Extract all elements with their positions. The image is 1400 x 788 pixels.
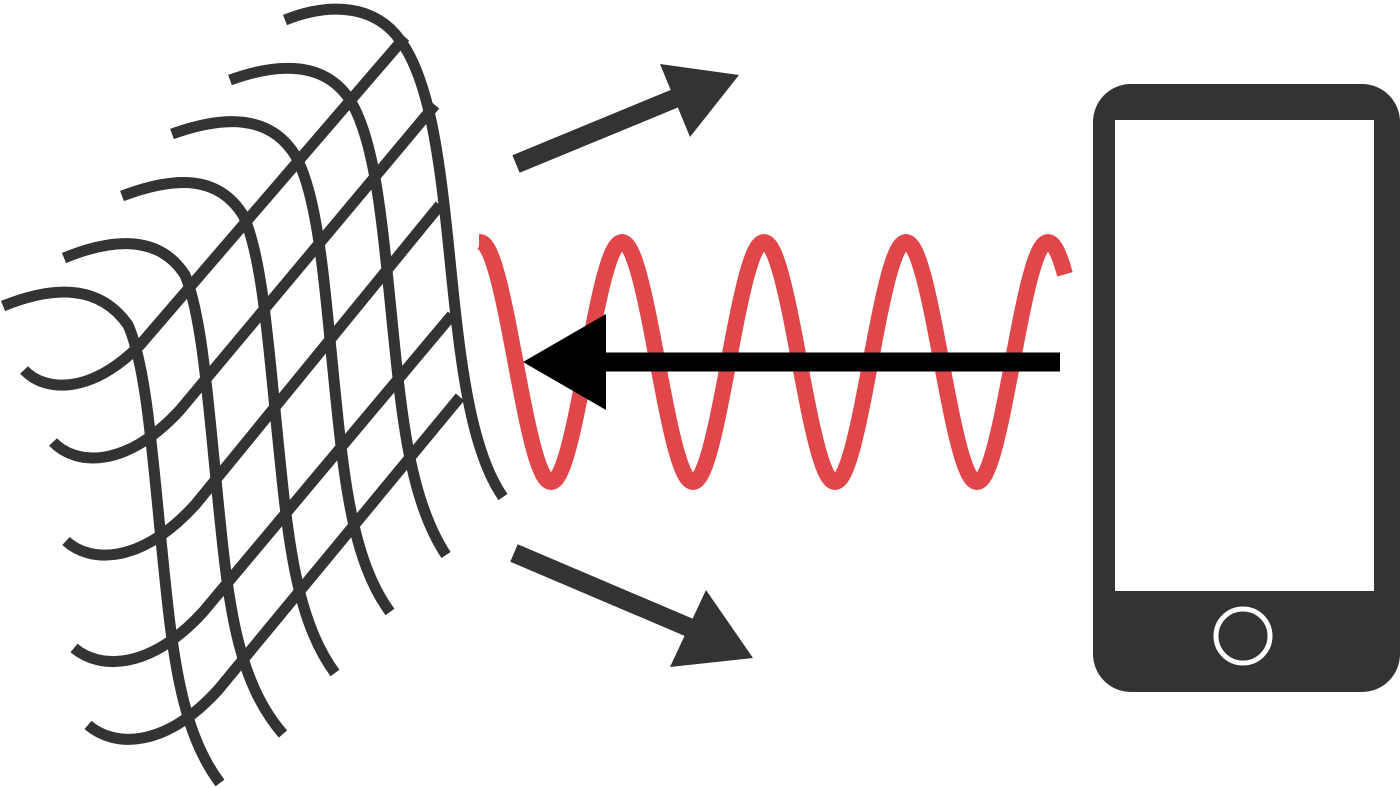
mesh-strand — [20, 33, 410, 391]
smartphone-screen — [1115, 120, 1374, 591]
mesh-strand — [62, 201, 445, 561]
curved-mesh-surface-icon — [0, 3, 508, 787]
mesh-strand — [49, 101, 440, 464]
reflected-arrow-lower-shaft — [510, 544, 699, 639]
smartphone-icon — [1093, 84, 1400, 692]
smartphone-home-button — [1213, 606, 1273, 666]
mesh-strand — [70, 311, 457, 668]
reflected-arrow-lower — [510, 544, 753, 667]
incoming-signal-arrow — [523, 314, 1060, 410]
reflected-arrow-lower-head — [670, 590, 753, 667]
incoming-signal-arrow-head — [523, 314, 606, 410]
reflected-arrow-upper-head — [660, 64, 739, 137]
mesh-strand — [61, 238, 288, 738]
sine-wave-icon — [473, 234, 1073, 490]
reflected-arrow-upper — [512, 64, 739, 173]
mesh-strand — [120, 177, 340, 677]
reflected-arrow-upper-shaft — [512, 89, 680, 173]
mesh-strand — [84, 393, 465, 745]
mesh-strand — [282, 3, 508, 501]
